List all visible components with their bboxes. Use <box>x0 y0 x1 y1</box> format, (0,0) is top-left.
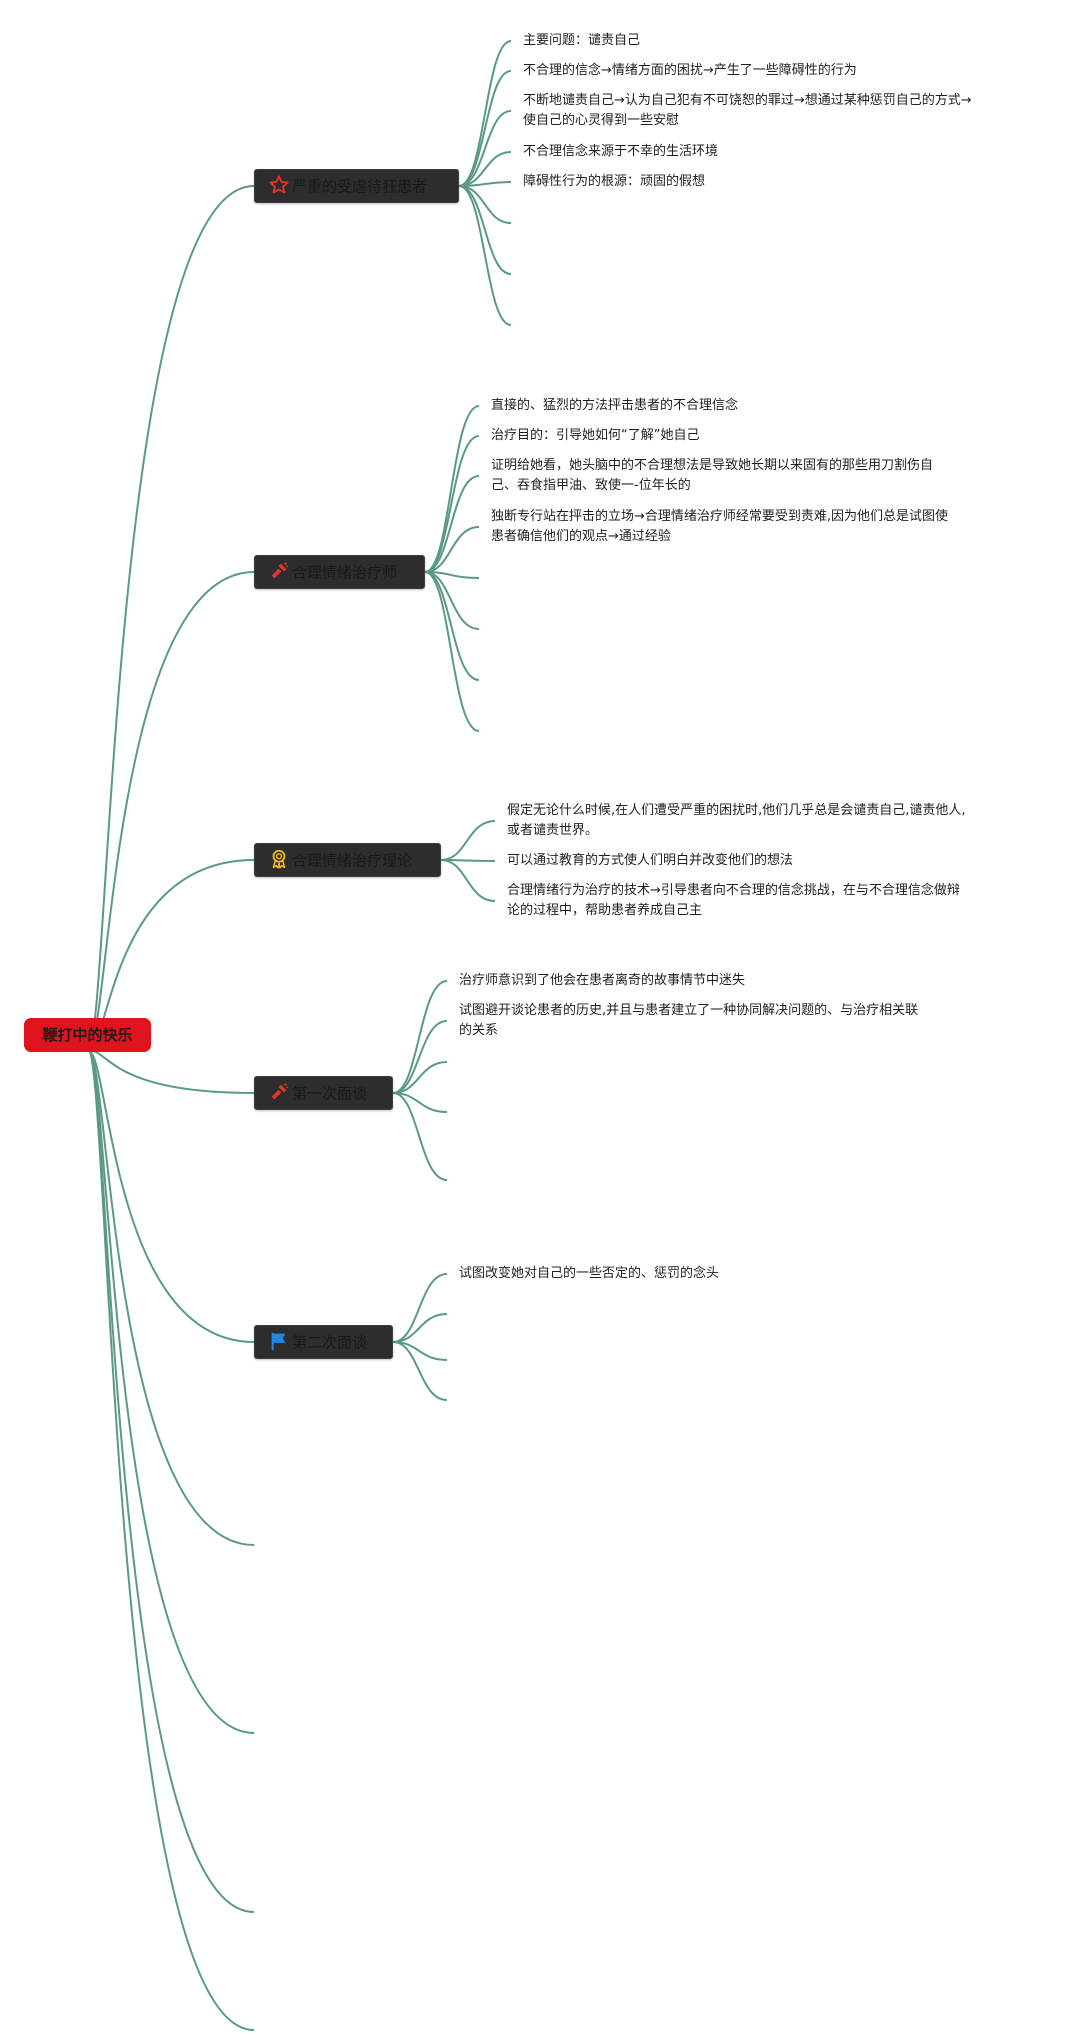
leaf-node[interactable]: 证明给她看，她头脑中的不合理想法是导致她长期以来固有的那些用刀割伤自己、吞食指甲… <box>491 458 934 493</box>
leaf-connector <box>440 859 496 902</box>
leaf-connector <box>424 571 480 630</box>
leaf-connector <box>424 475 480 573</box>
topic-rational-theory[interactable]: 合理情绪治疗理论 <box>254 843 441 877</box>
root-connector <box>87 1049 255 2031</box>
leaf-connector <box>392 1061 448 1094</box>
leaf-node[interactable]: 不合理的信念→情绪方面的困扰→产生了一些障碍性的行为 <box>523 63 857 78</box>
hammer-icon <box>268 560 290 582</box>
leaf-node[interactable]: 直接的、猛烈的方法抨击患者的不合理信念 <box>491 398 739 413</box>
leaf-connector <box>424 526 480 573</box>
topic-severe-masochist[interactable]: 严重的受虐待狂患者 <box>254 169 459 203</box>
topic-first-interview[interactable]: 第一次面谈 <box>254 1076 393 1110</box>
leaf-node[interactable]: 可以通过教育的方式使人们明白并改变他们的想法 <box>507 853 794 868</box>
leaf-connector <box>392 980 448 1094</box>
topic-label: 严重的受虐待狂患者 <box>292 177 428 196</box>
leaf-connector <box>458 185 512 224</box>
medal-icon <box>268 848 290 870</box>
leaf-connector <box>392 1341 448 1401</box>
leaf-connector <box>458 110 512 187</box>
topic-rational-therapist[interactable]: 合理情绪治疗师 <box>254 555 425 589</box>
leaf-node[interactable]: 独断专行站在抨击的立场→合理情绪治疗师经常要受到责难,因为他们总是试图使患者确信… <box>491 509 949 544</box>
leaf-connector <box>424 571 480 732</box>
topic-second-interview[interactable]: 第二次面谈 <box>254 1325 393 1359</box>
topic-label: 合理情绪治疗理论 <box>292 851 413 870</box>
root-connector <box>87 1049 255 1913</box>
leaf-node[interactable]: 不合理信念来源于不幸的生活环境 <box>523 144 719 159</box>
leaf-connector <box>440 820 496 861</box>
leaf-node[interactable]: 治疗师意识到了他会在患者离奇的故事情节中迷失 <box>459 973 746 988</box>
leaf-node[interactable]: 合理情绪行为治疗的技术→引导患者向不合理的信念挑战，在与不合理信念做辩论的过程中… <box>507 883 960 918</box>
leaf-connector <box>392 1020 448 1094</box>
leaf-connector <box>392 1092 448 1113</box>
flag-icon <box>268 1330 290 1352</box>
leaf-node[interactable]: 主要问题：谴责自己 <box>523 33 641 48</box>
root-connector <box>87 1049 255 1094</box>
hammer-icon <box>268 1081 290 1103</box>
root-topic[interactable]: 鞭打中的快乐 <box>24 1018 151 1052</box>
root-connector <box>87 1049 255 1734</box>
leaf-connector <box>424 435 480 573</box>
leaf-node[interactable]: 假定无论什么时候,在人们遭受严重的困扰时,他们几乎总是会谴责自己,谴责他人,或者… <box>507 803 966 838</box>
leaf-node[interactable]: 治疗目的：引导她如何“了解”她自己 <box>491 428 700 443</box>
leaf-connector <box>392 1092 448 1181</box>
leaf-connector <box>424 571 480 681</box>
star-icon <box>268 174 290 196</box>
leaf-connector <box>458 185 512 326</box>
topic-label: 第二次面谈 <box>292 1333 368 1352</box>
leaf-node[interactable]: 试图改变她对自己的一些否定的、惩罚的念头 <box>459 1266 720 1281</box>
topic-label: 第一次面谈 <box>292 1084 368 1103</box>
root-connector <box>87 185 255 1051</box>
root-connector <box>87 1049 255 1343</box>
root-connector <box>87 1049 255 1546</box>
leaf-connector <box>458 70 512 187</box>
leaf-node[interactable]: 障碍性行为的根源：顽固的假想 <box>523 174 706 189</box>
leaf-node[interactable]: 不断地谴责自己→认为自己犯有不可饶恕的罪过→想通过某种惩罚自己的方式→使自己的心… <box>523 93 972 128</box>
topic-label: 合理情绪治疗师 <box>292 563 398 582</box>
leaf-connector <box>392 1273 448 1343</box>
leaf-connector <box>392 1313 448 1343</box>
leaf-node[interactable]: 试图避开谈论患者的历史,并且与患者建立了一种协同解决问题的、与治疗相关联的关系 <box>459 1003 919 1038</box>
root-connector <box>87 571 255 1051</box>
